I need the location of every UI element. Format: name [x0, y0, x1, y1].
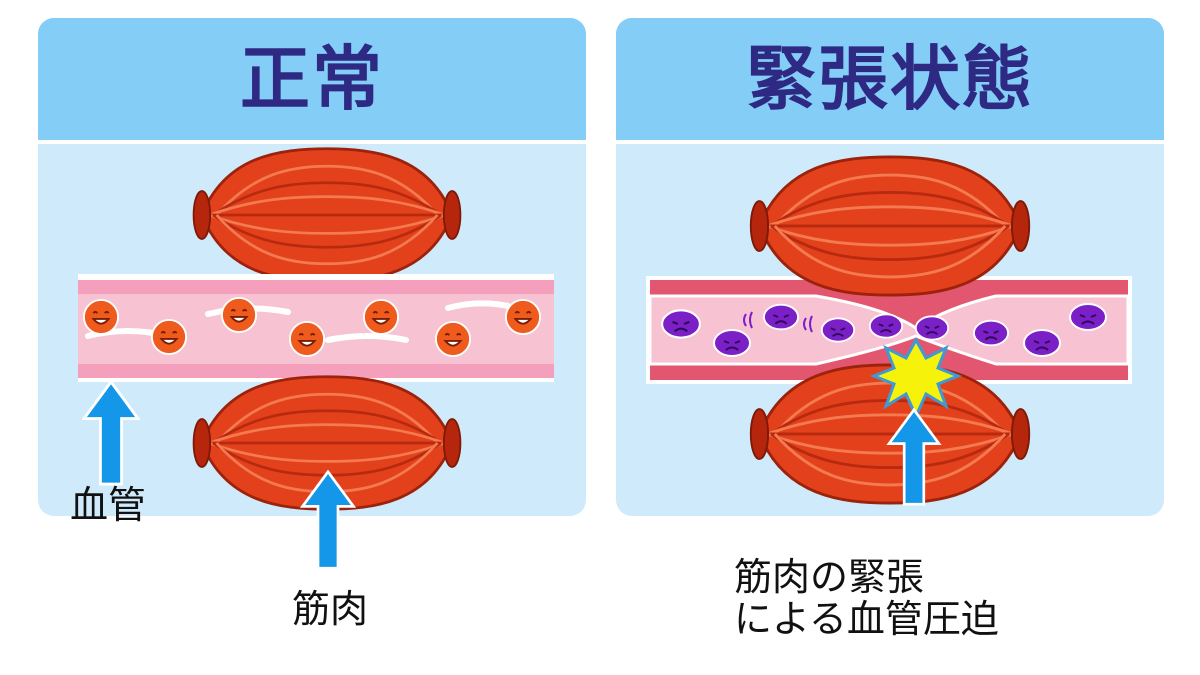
up-arrow-icon: [301, 470, 355, 570]
happy-blood-cell-icon: [288, 320, 326, 358]
normal-panel-header: 正常: [38, 18, 586, 144]
happy-blood-cell-icon: [504, 298, 542, 336]
sad-blood-cell-icon: [762, 303, 800, 331]
happy-blood-cell-icon: [220, 296, 258, 334]
compression-caption-line1: 筋肉の緊張: [734, 555, 925, 599]
shiver-lines: [743, 311, 813, 333]
sad-blood-cell-icon: [713, 329, 751, 357]
sad-blood-cell-icon: [972, 319, 1010, 347]
happy-blood-cell-icon: [82, 298, 120, 336]
sad-blood-cell-icon: [868, 313, 904, 339]
happy-blood-cell-icon: [434, 320, 472, 358]
sad-blood-cell-icon: [914, 315, 950, 341]
sad-blood-cell-icon: [820, 317, 856, 343]
sad-blood-cell-icon: [661, 309, 701, 339]
muscle-label: 筋肉: [292, 587, 369, 631]
muscle-icon: [192, 147, 462, 283]
sad-blood-cell-icon: [1069, 303, 1107, 331]
happy-blood-cell-icon: [150, 318, 188, 356]
sad-blood-cell-icon: [1023, 329, 1061, 357]
tense-panel: 緊張状態: [616, 18, 1164, 516]
tense-panel-title: 緊張状態: [746, 38, 1034, 120]
compression-caption: 筋肉の緊張 による血管圧迫: [734, 556, 999, 640]
muscle-icon: [749, 155, 1031, 297]
impact-star-icon: [869, 336, 963, 420]
normal-panel-title: 正常: [240, 38, 384, 120]
normal-illustration: [78, 147, 554, 511]
muscle-pointer-arrow: [301, 470, 355, 570]
muscle-icon: [749, 363, 1031, 505]
tense-illustration: [646, 155, 1132, 506]
tense-panel-header: 緊張状態: [616, 18, 1164, 144]
compression-caption-line2: による血管圧迫: [734, 597, 999, 641]
happy-blood-cell-icon: [362, 298, 400, 336]
up-arrow-icon: [82, 380, 140, 486]
vessel-label: 血管: [70, 483, 147, 527]
normal-panel: 正常: [38, 18, 586, 516]
